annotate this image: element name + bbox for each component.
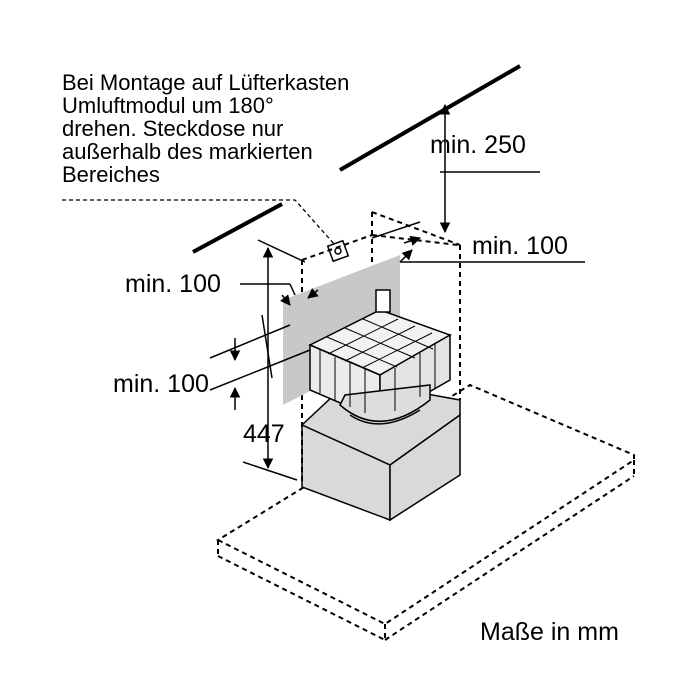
dimension-left-clearance xyxy=(240,283,319,379)
dimension-left-lower-clearance xyxy=(209,324,311,410)
hood-canopy-outline xyxy=(215,383,635,641)
height-label: 447 xyxy=(243,420,285,448)
left-lower-clearance-label: min. 100 xyxy=(113,370,209,398)
note-leader-line xyxy=(62,199,336,246)
top-clearance-label: min. 250 xyxy=(430,131,526,159)
note-line: drehen. Steckdose nur xyxy=(62,116,284,141)
dimension-top-clearance xyxy=(439,103,540,234)
filter-grid xyxy=(319,318,436,413)
left-clearance-label: min. 100 xyxy=(125,270,221,298)
note-line: Bei Montage auf Lüfterkasten xyxy=(62,70,350,95)
note-line: Bereiches xyxy=(62,162,160,187)
note-line: außerhalb des markierten xyxy=(62,139,313,164)
dimension-right-clearance xyxy=(371,221,585,263)
socket-icon xyxy=(326,239,350,263)
right-clearance-label: min. 100 xyxy=(472,232,568,260)
wall-top-line xyxy=(192,202,283,254)
note-line: Umluftmodul um 180° xyxy=(62,93,274,118)
mounting-note: Bei Montage auf Lüfterkasten Umluftmodul… xyxy=(62,71,392,186)
ceiling-line xyxy=(338,64,522,172)
units-label: Maße in mm xyxy=(480,618,619,646)
recirculation-module xyxy=(308,289,452,425)
